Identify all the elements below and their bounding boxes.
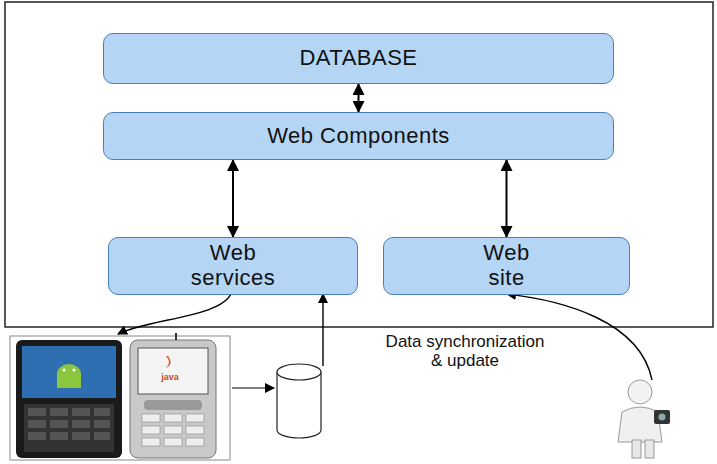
user-figure <box>618 380 670 458</box>
sync-arrow <box>322 294 323 366</box>
double-arrow <box>506 160 508 237</box>
process-box: Web site <box>383 237 630 295</box>
process-box: Web Components <box>103 112 614 160</box>
process-box: DATABASE <box>103 33 614 84</box>
box-label: Web services <box>191 241 276 290</box>
arrow-label: Data synchronization & update <box>380 332 550 370</box>
logo-text: java <box>150 372 190 382</box>
storage-cylinder <box>277 364 321 438</box>
android-phone <box>10 336 230 460</box>
store-arrow <box>232 387 274 388</box>
java-phone <box>130 333 216 458</box>
system-frame <box>5 2 713 327</box>
process-box: Web services <box>108 237 358 295</box>
box-label: Web site <box>483 241 529 290</box>
box-label: DATABASE <box>299 46 417 71</box>
box-label: Web Components <box>267 124 450 149</box>
download-arrow <box>118 292 232 334</box>
double-arrow <box>232 160 234 237</box>
double-arrow <box>358 84 360 112</box>
